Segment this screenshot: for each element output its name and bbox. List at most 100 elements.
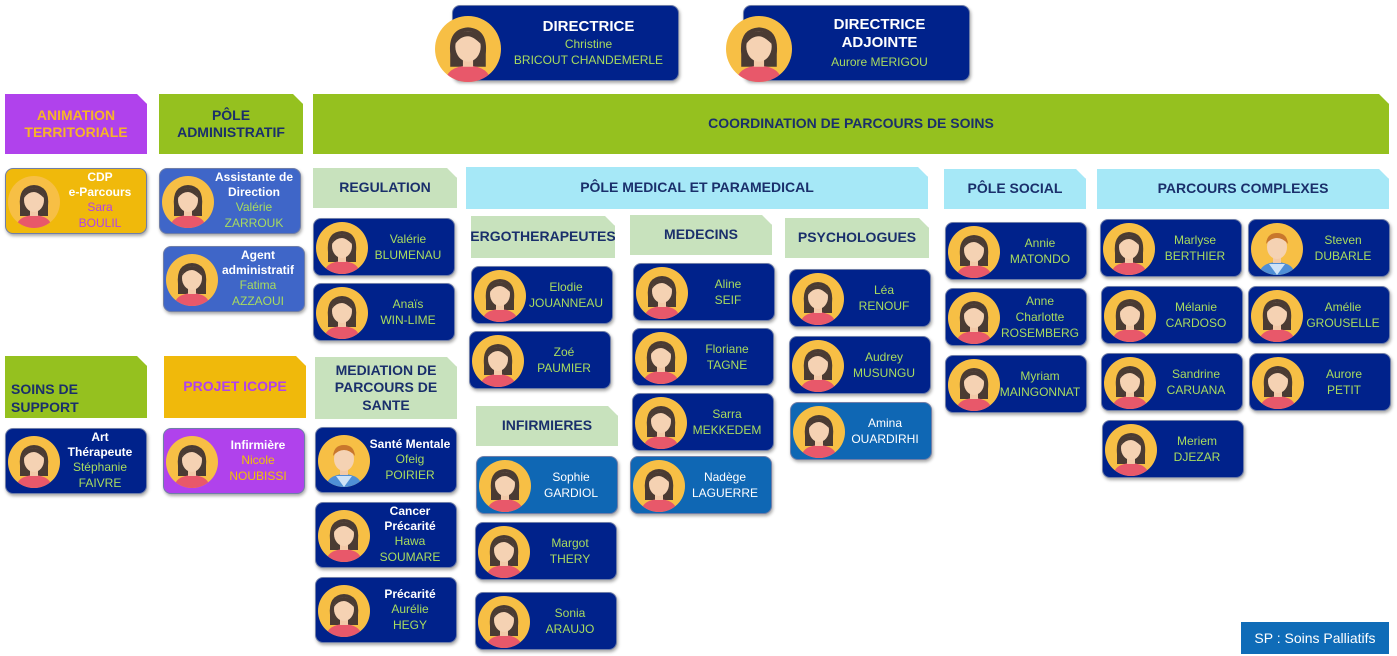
female-avatar-icon xyxy=(318,510,370,562)
female-avatar-icon xyxy=(1103,223,1155,275)
role-label: Santé Mentale xyxy=(369,436,451,451)
female-avatar-icon xyxy=(793,406,845,458)
person-name: SOUMARE xyxy=(379,550,441,565)
person-name: HEGY xyxy=(392,618,427,633)
person-name: Anne xyxy=(1025,293,1055,308)
person-name: RENOUF xyxy=(858,299,910,313)
person-name: MAINGONNAT xyxy=(999,385,1081,399)
person-name: Aurore MERIGOU xyxy=(831,55,928,69)
person-name: Nicole xyxy=(241,453,275,467)
header-pole-social: PÔLE SOCIAL xyxy=(944,169,1086,209)
role-label: Agent xyxy=(241,248,275,263)
person-name: CARDOSO xyxy=(1165,316,1227,330)
person-name: Fatima xyxy=(239,278,277,293)
role-label: DIRECTRICE xyxy=(542,17,635,35)
female-avatar-icon xyxy=(316,222,368,274)
person-name: Sophie xyxy=(552,469,590,484)
role-label: CDP xyxy=(87,170,113,185)
person-name: Amina xyxy=(867,415,902,430)
female-avatar-icon xyxy=(1251,290,1303,342)
header-ergotherapeutes: ERGOTHERAPEUTES xyxy=(471,216,615,258)
female-avatar-icon xyxy=(792,340,844,392)
male-avatar-icon xyxy=(318,435,370,487)
person-name: AZZAOUI xyxy=(231,294,284,309)
person-name: THERY xyxy=(549,552,591,566)
card-directrice-adjointe: DIRECTRICE ADJOINTE Aurore MERIGOU xyxy=(726,5,970,82)
female-avatar-icon xyxy=(435,16,501,82)
person-name: OUARDIRHI xyxy=(851,432,919,446)
header-mediation: MEDIATION DE PARCOURS DE SANTE xyxy=(315,357,457,419)
female-avatar-icon xyxy=(1105,424,1157,476)
person-name: Nadège xyxy=(703,469,747,484)
person-name: Margot xyxy=(551,535,589,550)
header-soins-de-support: SOINS DE SUPPORT xyxy=(5,356,147,418)
person-name: Elodie xyxy=(549,279,583,294)
person-name: MATONDO xyxy=(1009,252,1071,266)
card-cancer-precarite: Cancer Précarité Hawa SOUMARE xyxy=(315,502,457,568)
female-avatar-icon xyxy=(316,287,368,339)
person-name: Aurélie xyxy=(391,602,429,616)
header-pole-administratif: PÔLE ADMINISTRATIF xyxy=(159,94,303,154)
female-avatar-icon xyxy=(1104,357,1156,409)
card-art-therapeute: Art Thérapeute Stéphanie FAIVRE xyxy=(5,428,147,494)
card-precarite: Précarité Aurélie HEGY xyxy=(315,577,457,643)
header-projet-icope: PROJET ICOPE xyxy=(164,356,306,418)
person-name: GARDIOL xyxy=(543,486,598,500)
header-parcours-complexes: PARCOURS COMPLEXES xyxy=(1097,169,1389,209)
female-avatar-icon xyxy=(633,460,685,512)
role-label: e-Parcours xyxy=(68,184,132,199)
person-name: PAUMIER xyxy=(537,361,591,375)
role-label: Infirmière xyxy=(230,437,286,452)
header-regulation: REGULATION xyxy=(313,168,457,208)
female-avatar-icon xyxy=(635,397,687,449)
card-agent-administratif: Agent administratif Fatima AZZAOUI xyxy=(163,246,305,312)
person-name: Stéphanie xyxy=(72,460,128,475)
card-cdp-e-parcours: CDP e-Parcours Sara BOULIL xyxy=(5,168,147,234)
person-name: Meriem xyxy=(1176,433,1217,448)
person-name: BRICOUT CHANDEMERLE xyxy=(513,53,664,67)
person-name: SEIF xyxy=(714,293,742,307)
role-label: Assistante de xyxy=(214,170,294,185)
person-name: JOUANNEAU xyxy=(528,296,603,310)
person-name: ZARROUK xyxy=(224,216,284,231)
female-avatar-icon xyxy=(948,292,1000,344)
person-name: CARUANA xyxy=(1166,383,1226,397)
header-psychologues: PSYCHOLOGUES xyxy=(785,218,929,258)
person-name: NOUBISSI xyxy=(229,469,287,484)
person-name: Zoé xyxy=(553,344,575,359)
female-avatar-icon xyxy=(478,526,530,578)
legend-box: SP : Soins Palliatifs xyxy=(1241,622,1389,654)
person-name: BERTHIER xyxy=(1164,249,1226,263)
role-label: Art xyxy=(91,430,109,445)
person-name: LAGUERRE xyxy=(691,486,759,500)
female-avatar-icon xyxy=(318,585,370,637)
header-medecins: MEDECINS xyxy=(630,215,772,255)
female-avatar-icon xyxy=(792,273,844,325)
person-name: Léa xyxy=(873,282,895,297)
person-name: Sara xyxy=(87,200,113,215)
person-name: GROUSELLE xyxy=(1306,316,1380,330)
person-name: ROSEMBERG xyxy=(1000,326,1079,341)
role-label: Cancer xyxy=(389,504,431,519)
female-avatar-icon xyxy=(948,226,1000,278)
person-name: MEKKEDEM xyxy=(692,423,762,437)
card-directrice: DIRECTRICE Christine BRICOUT CHANDEMERLE xyxy=(435,5,679,82)
male-avatar-icon xyxy=(1251,223,1303,275)
female-avatar-icon xyxy=(726,16,792,82)
person-name: DUBARLE xyxy=(1314,249,1372,263)
female-avatar-icon xyxy=(479,460,531,512)
female-avatar-icon xyxy=(8,176,60,228)
female-avatar-icon xyxy=(948,359,1000,411)
person-name: Sarra xyxy=(712,406,742,421)
